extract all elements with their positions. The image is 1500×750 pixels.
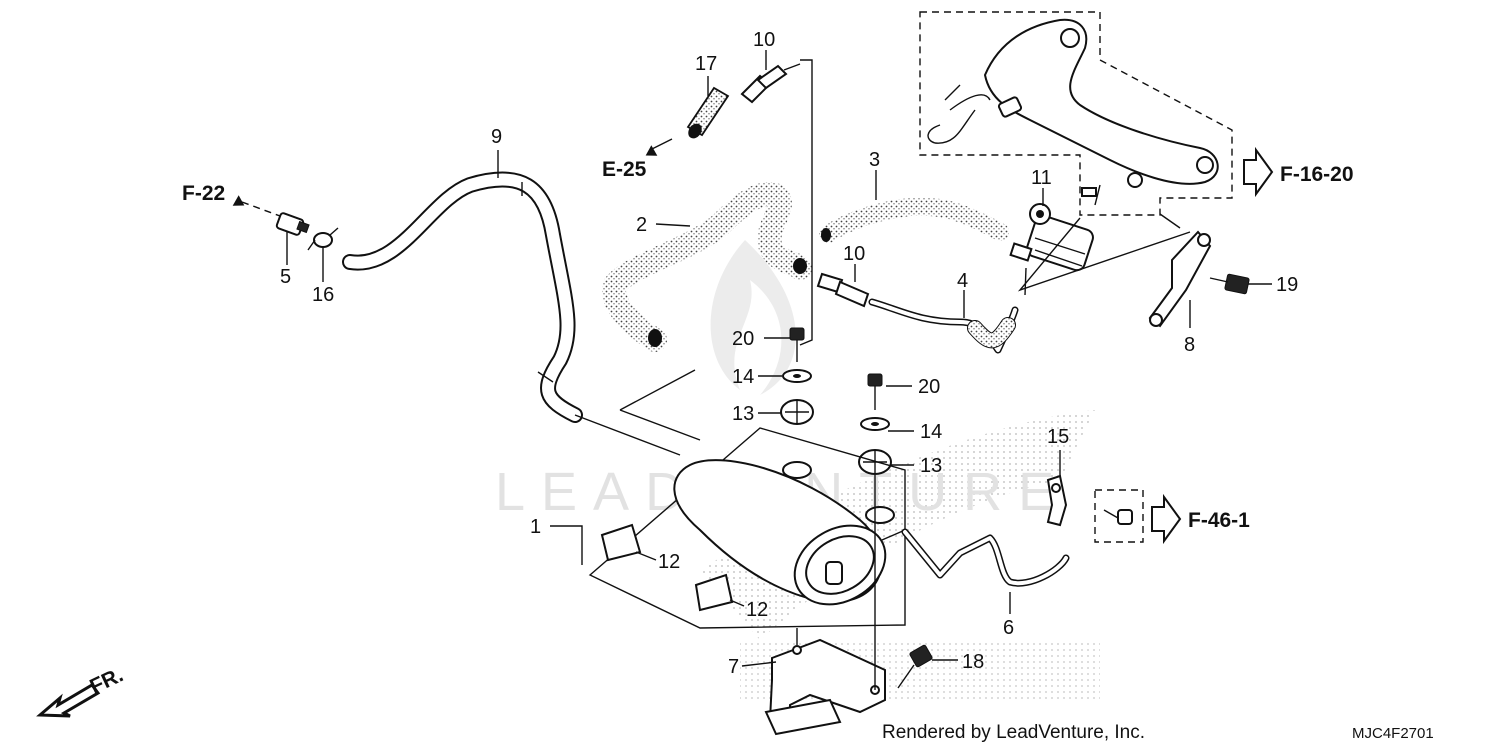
arrow-e25	[645, 145, 658, 156]
leader-f22	[241, 201, 281, 217]
watermark-flame-icon	[710, 240, 796, 395]
ref-f22: F-22	[182, 182, 225, 205]
arrow-f22	[232, 195, 245, 206]
bracket-10	[799, 59, 813, 346]
part-number-14-left: 14	[732, 366, 754, 388]
washer-14-left[interactable]	[782, 369, 812, 383]
part-number-11: 11	[1031, 167, 1052, 189]
part-number-4: 4	[957, 270, 968, 292]
part-number-3: 3	[869, 149, 880, 171]
bolt-18[interactable]	[897, 644, 933, 689]
ref-f1620: F-16-20	[1280, 163, 1354, 186]
part-number-14-right: 14	[920, 421, 942, 443]
part-number-8: 8	[1184, 334, 1195, 356]
hose-17[interactable]	[685, 86, 730, 141]
front-direction-arrow: FR.	[36, 663, 127, 718]
bolt-19[interactable]	[1209, 273, 1250, 295]
bracket-assembly-outline	[919, 11, 1233, 216]
leader-e25	[649, 138, 673, 151]
ref-arrow-f461-icon	[1151, 493, 1182, 545]
hose-9[interactable]	[342, 171, 681, 456]
ref-arrow-f1620-icon	[1243, 146, 1274, 198]
part-number-10-top: 10	[753, 29, 775, 51]
hose-4[interactable]	[868, 298, 1019, 354]
fitting-10-top[interactable]	[740, 63, 801, 104]
callout-numbers: 9 5 16 17 10 3 2 10 4 11 8 19 20 14 13 2…	[280, 29, 1298, 678]
solenoid-valve-11[interactable]	[1009, 203, 1095, 296]
leader-bracket	[1159, 213, 1181, 229]
pad-12-lower[interactable]	[694, 573, 734, 612]
leader-hose-canister	[619, 369, 701, 441]
tube-6[interactable]	[901, 528, 1070, 587]
grommet-13-left[interactable]	[780, 399, 814, 425]
screw-box	[1094, 489, 1144, 543]
callout-leaders	[286, 50, 1272, 667]
rendered-by-credit: Rendered by LeadVenture, Inc.	[882, 722, 1145, 743]
diagram-code: MJC4F2701	[1352, 725, 1434, 742]
hose-2[interactable]	[602, 182, 812, 352]
part-number-16: 16	[312, 284, 334, 306]
part-number-20-right: 20	[918, 376, 940, 398]
part-number-1: 1	[530, 516, 541, 538]
bolt-20-left[interactable]	[789, 327, 805, 362]
part-number-13-right: 13	[920, 455, 942, 477]
grommet-seat-left	[782, 461, 812, 479]
part-number-12-lower: 12	[746, 599, 768, 621]
fitting-10-lower[interactable]	[816, 272, 870, 308]
washer-14-right[interactable]	[860, 417, 890, 431]
triangle-leader	[1017, 217, 1191, 292]
part-number-13-left: 13	[732, 403, 754, 425]
canister-1[interactable]	[673, 459, 906, 620]
part-number-17: 17	[695, 53, 717, 75]
part-number-12-upper: 12	[658, 551, 680, 573]
part-number-19: 19	[1276, 274, 1298, 296]
part-number-18: 18	[962, 651, 984, 673]
ref-e25: E-25	[602, 158, 647, 181]
bracket-8[interactable]	[1148, 230, 1212, 328]
canister-assembly-outline	[588, 427, 906, 629]
part-number-6: 6	[1003, 617, 1014, 639]
pad-12-upper[interactable]	[600, 523, 642, 562]
joint-5[interactable]	[275, 212, 310, 236]
part-number-9: 9	[491, 126, 502, 148]
part-number-15: 15	[1047, 426, 1069, 448]
bracket-7[interactable]	[764, 475, 886, 736]
ref-f461: F-46-1	[1188, 509, 1250, 532]
part-number-7: 7	[728, 656, 739, 678]
screw-f461[interactable]	[1103, 509, 1133, 525]
bolt-20-right[interactable]	[867, 373, 883, 410]
bracket-assembly[interactable]	[927, 18, 1219, 206]
part-number-2: 2	[636, 214, 647, 236]
part-number-20-left: 20	[732, 328, 754, 350]
part-number-5: 5	[280, 266, 291, 288]
hose-3[interactable]	[819, 197, 1009, 243]
part-number-10-lower: 10	[843, 243, 865, 265]
